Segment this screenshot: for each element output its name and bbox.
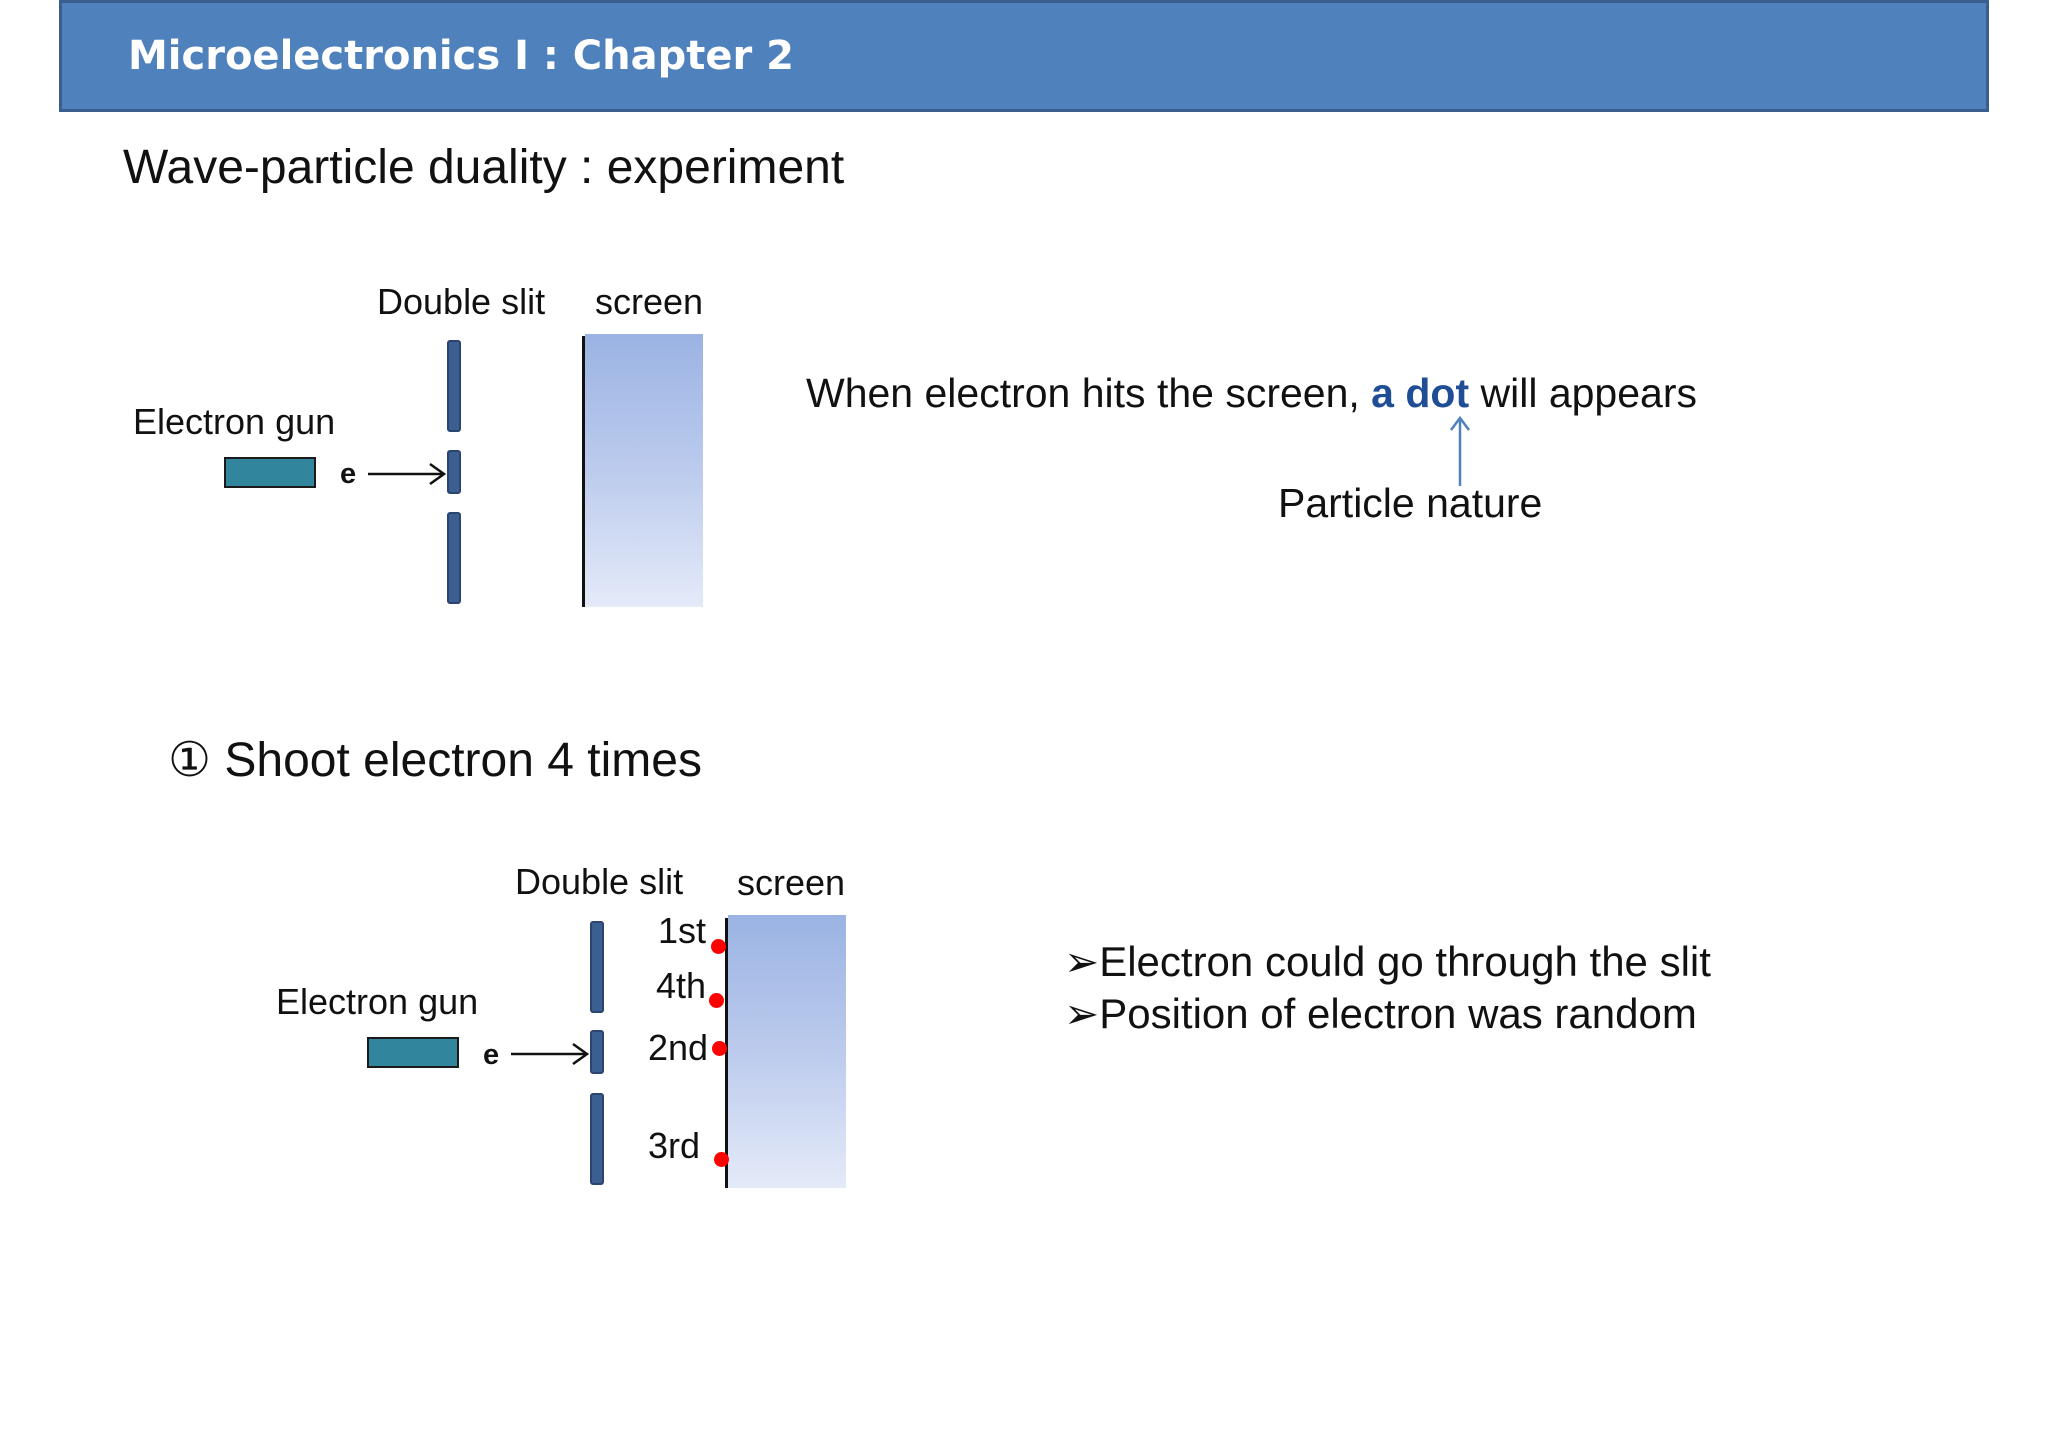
electron-label: e xyxy=(340,458,357,490)
slit-barrier-middle xyxy=(590,1030,604,1074)
particle-nature-arrow xyxy=(1450,415,1470,486)
double-slit-label: Double slit xyxy=(377,281,546,322)
observation-emphasis: a dot xyxy=(1371,370,1470,416)
slide-title: Wave-particle duality : experiment xyxy=(123,141,845,194)
screen-label: screen xyxy=(595,281,704,322)
double-slit-label: Double slit xyxy=(515,861,684,902)
hit-label-2nd: 2nd xyxy=(648,1027,709,1068)
electron-arrow xyxy=(368,462,447,486)
header-bar: Microelectronics I : Chapter 2 xyxy=(59,0,1989,112)
electron-gun xyxy=(224,457,316,488)
bullet-arrow-icon: ➢ xyxy=(1064,990,1100,1037)
screen-label: screen xyxy=(737,862,846,903)
observation-text-after: will appears xyxy=(1469,370,1698,416)
hit-label-4th: 4th xyxy=(656,965,707,1006)
particle-nature-label: Particle nature xyxy=(1278,480,1543,526)
list-item: ➢Electron could go through the slit xyxy=(1064,938,1711,985)
bullet-arrow-icon: ➢ xyxy=(1064,938,1100,985)
electron-gun-label: Electron gun xyxy=(276,981,479,1022)
observation-text-before: When electron hits the screen, xyxy=(806,370,1372,416)
step-title: ① Shoot electron 4 times xyxy=(168,734,702,787)
slit-barrier-top xyxy=(590,921,604,1013)
hit-dot-4th xyxy=(709,993,724,1008)
electron-gun-label: Electron gun xyxy=(133,401,336,442)
hit-label-1st: 1st xyxy=(658,910,707,951)
screen xyxy=(728,915,846,1188)
electron-gun xyxy=(367,1037,459,1068)
screen xyxy=(585,334,703,607)
slit-barrier-bottom xyxy=(590,1093,604,1185)
hit-dot-1st xyxy=(711,939,726,954)
hit-label-3rd: 3rd xyxy=(648,1125,701,1166)
electron-arrow xyxy=(511,1042,590,1066)
slit-barrier-top xyxy=(447,340,461,432)
slit-barrier-middle xyxy=(447,450,461,494)
screen-edge xyxy=(725,918,728,1188)
hit-dot-2nd xyxy=(712,1041,727,1056)
header-title: Microelectronics I : Chapter 2 xyxy=(128,33,794,79)
electron-label: e xyxy=(483,1039,500,1071)
screen-edge xyxy=(582,336,585,607)
list-item: ➢Position of electron was random xyxy=(1064,990,1697,1037)
conclusion-list: ➢Electron could go through the slit ➢Pos… xyxy=(1064,936,1711,1040)
observation-text: When electron hits the screen, a dot wil… xyxy=(806,370,1697,417)
hit-dot-3rd xyxy=(714,1152,729,1167)
slit-barrier-bottom xyxy=(447,512,461,604)
